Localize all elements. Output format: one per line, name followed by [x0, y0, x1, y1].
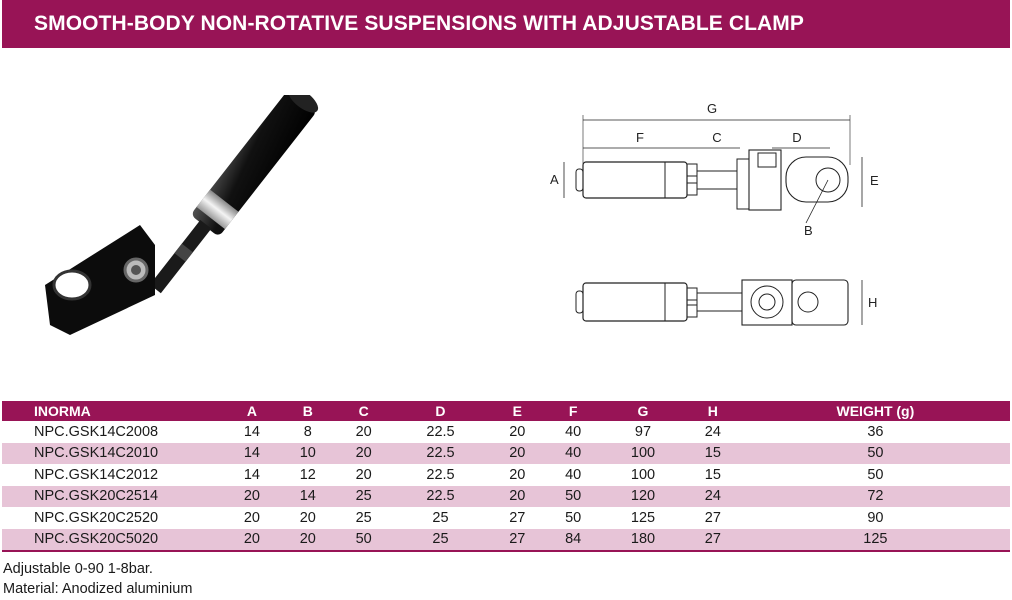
dim-label-h: H [868, 295, 877, 310]
cell-weight: 50 [740, 442, 1010, 464]
header-a: A [224, 401, 280, 421]
cell-h: 15 [684, 442, 741, 464]
cell-model: NPC.GSK14C2008 [34, 423, 159, 440]
cell-b: 10 [279, 442, 336, 464]
dim-label-d: D [792, 130, 801, 145]
cell-a: 14 [243, 423, 260, 440]
header-h: H [684, 401, 741, 421]
cell-c: 25 [355, 509, 372, 526]
cell-b: 14 [279, 485, 336, 507]
table-header-row: INORMA A B C D E F G H WEIGHT (g) [2, 401, 1010, 421]
cell-g: 125 [630, 509, 656, 526]
header-e: E [489, 401, 546, 421]
table-row: NPC.GSK20C5020 20 20 50 25 27 84 180 27 … [2, 528, 1010, 552]
dim-label-c: C [712, 130, 721, 145]
cell-weight: 90 [867, 509, 884, 526]
page-title: SMOOTH-BODY NON-ROTATIVE SUSPENSIONS WIT… [34, 12, 804, 35]
note-material: Material: Anodized aluminium [3, 581, 193, 597]
cell-c: 20 [355, 466, 372, 483]
cell-f: 40 [545, 442, 602, 464]
cell-c: 50 [335, 528, 392, 552]
cell-a: 14 [224, 442, 280, 464]
cell-d: 25 [432, 509, 449, 526]
cell-f: 40 [565, 423, 582, 440]
cell-d: 22.5 [426, 466, 455, 483]
cell-d: 25 [391, 528, 490, 552]
dim-label-f: F [636, 130, 644, 145]
cell-a: 20 [224, 485, 280, 507]
cell-weight: 36 [867, 423, 884, 440]
cell-e: 20 [509, 466, 526, 483]
cell-a: 20 [224, 528, 280, 552]
cell-d: 22.5 [391, 485, 490, 507]
cell-weight: 125 [740, 528, 1010, 552]
header-f: F [545, 401, 602, 421]
note-adjustable: Adjustable 0-90 1-8bar. [3, 561, 153, 577]
cell-c: 20 [355, 423, 372, 440]
cell-model: NPC.GSK20C2514 [2, 485, 224, 507]
cell-c: 20 [335, 442, 392, 464]
cell-b: 20 [299, 509, 316, 526]
cell-e: 27 [509, 509, 526, 526]
dim-label-a: A [550, 172, 559, 187]
cell-b: 8 [303, 423, 312, 440]
cell-h: 27 [704, 509, 721, 526]
cell-model: NPC.GSK20C2520 [34, 509, 159, 526]
cell-model: NPC.GSK14C2010 [2, 442, 224, 464]
header-c: C [335, 401, 392, 421]
cell-d: 22.5 [426, 423, 455, 440]
cell-model: NPC.GSK20C5020 [2, 528, 224, 552]
technical-drawing: G F C D A E B H [550, 101, 879, 326]
cell-g: 180 [601, 528, 685, 552]
cell-e: 20 [509, 423, 526, 440]
table-row: NPC.GSK14C2010 14 10 20 22.5 20 40 100 1… [2, 442, 1010, 464]
header-weight: WEIGHT (g) [740, 401, 1010, 421]
cell-c: 25 [335, 485, 392, 507]
cell-weight: 72 [740, 485, 1010, 507]
cell-h: 27 [684, 528, 741, 552]
cell-h: 24 [704, 423, 721, 440]
cell-f: 40 [565, 466, 582, 483]
dim-label-e: E [870, 173, 879, 188]
cell-g: 100 [630, 466, 656, 483]
cell-b: 20 [279, 528, 336, 552]
table-row: NPC.GSK20C2514 20 14 25 22.5 20 50 120 2… [2, 485, 1010, 507]
cell-weight: 50 [867, 466, 884, 483]
cell-e: 27 [489, 528, 546, 552]
header-b: B [279, 401, 336, 421]
header-d: D [391, 401, 490, 421]
cell-b: 12 [299, 466, 316, 483]
header-g: G [601, 401, 685, 421]
title-bar: SMOOTH-BODY NON-ROTATIVE SUSPENSIONS WIT… [2, 0, 1010, 48]
cell-a: 14 [243, 466, 260, 483]
cell-d: 22.5 [391, 442, 490, 464]
cell-h: 15 [704, 466, 721, 483]
dim-label-b: B [804, 223, 813, 238]
product-photo [45, 95, 319, 335]
table-row: NPC.GSK14C2008 14 8 20 22.5 20 40 97 24 … [2, 421, 1010, 443]
cell-f: 50 [565, 509, 582, 526]
cell-f: 84 [545, 528, 602, 552]
cell-h: 24 [684, 485, 741, 507]
header-inorma: INORMA [2, 401, 224, 421]
spec-table: INORMA A B C D E F G H WEIGHT (g) NPC.GS… [2, 401, 1010, 552]
cell-a: 20 [243, 509, 260, 526]
cell-g: 100 [601, 442, 685, 464]
cell-e: 20 [489, 485, 546, 507]
cell-model: NPC.GSK14C2012 [34, 466, 159, 483]
cell-g: 120 [601, 485, 685, 507]
cell-g: 97 [634, 423, 652, 440]
cell-f: 50 [545, 485, 602, 507]
cell-e: 20 [489, 442, 546, 464]
table-row: NPC.GSK14C2012 14 12 20 22.5 20 40 100 1… [2, 464, 1010, 486]
table-row: NPC.GSK20C2520 20 20 25 25 27 50 125 27 … [2, 507, 1010, 529]
dim-label-g: G [707, 101, 717, 116]
